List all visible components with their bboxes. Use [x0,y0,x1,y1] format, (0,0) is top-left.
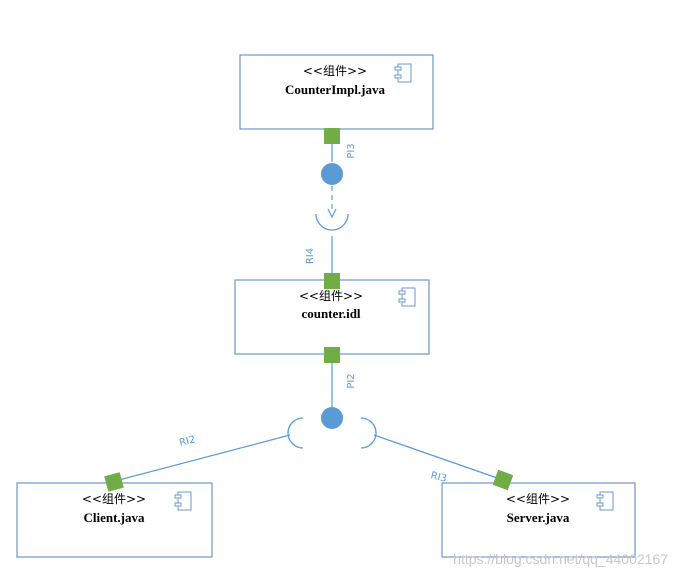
component-name: Server.java [507,510,570,525]
dependency-arrowhead [327,208,337,219]
stereotype-label: <<组件>> [299,289,363,303]
port-label-pi2: PI2 [346,373,357,388]
component-name: Client.java [83,510,145,525]
pi2-interface-ball[interactable] [321,407,343,429]
component-icon [174,491,192,511]
port-ri4[interactable] [324,273,340,289]
stereotype-label: <<组件>> [82,492,146,506]
port-pi3[interactable] [324,128,340,144]
connector-ri3 [373,434,504,481]
ri2-socket [287,417,304,449]
component-server[interactable]: <<组件>> Server.java [441,482,636,558]
port-label-ri3: RI3 [429,470,447,485]
pi3-interface-ball[interactable] [321,163,343,185]
port-label-ri2: RI2 [178,434,196,449]
port-pi2[interactable] [324,347,340,363]
stereotype-label: <<组件>> [303,64,367,78]
component-icon [398,287,416,307]
connector-ri2 [114,434,291,482]
component-name: CounterImpl.java [285,82,386,97]
component-client[interactable]: <<组件>> Client.java [16,482,213,558]
stereotype-label: <<组件>> [506,492,570,506]
port-label-pi3: PI3 [346,143,357,158]
watermark: https://blog.csdn.net/qq_44002167 [453,551,668,567]
port-label-ri4: RI4 [305,248,316,264]
port-ri2[interactable] [104,472,124,492]
component-counter-idl[interactable]: <<组件>> counter.idl [234,279,430,355]
component-icon [596,491,614,511]
component-counter-impl[interactable]: <<组件>> CounterImpl.java [239,54,434,130]
component-name: counter.idl [301,306,360,321]
ri3-socket [360,417,377,449]
component-icon [394,63,412,83]
ri4-socket [315,213,349,231]
port-ri3[interactable] [492,469,514,491]
